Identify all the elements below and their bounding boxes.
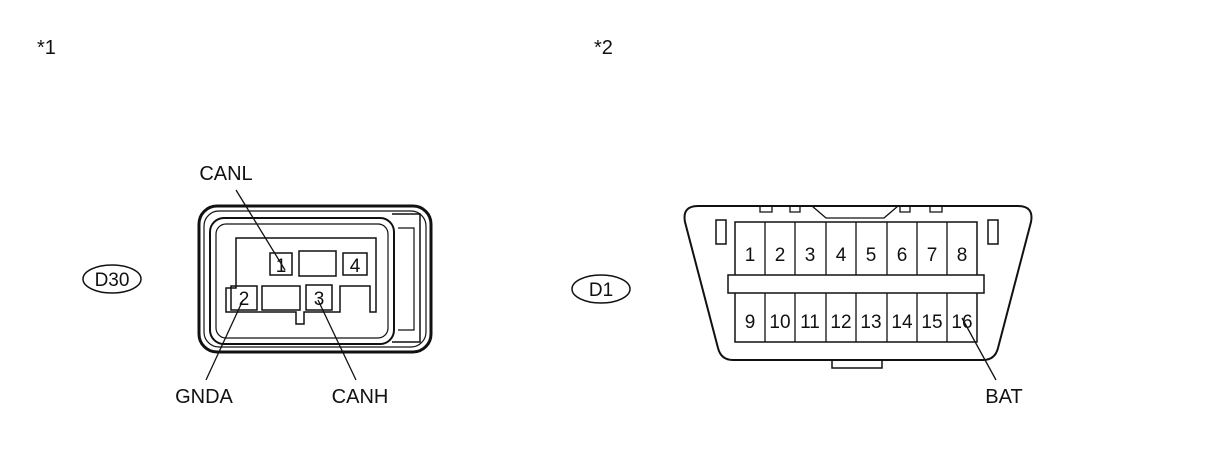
pin-label: 9: [745, 312, 756, 333]
pin-label: 6: [897, 245, 908, 266]
pin-2-label: 2: [239, 289, 250, 310]
connector-d30: [82, 189, 433, 381]
connector-d30-pin-box-4: [342, 252, 368, 276]
connector-d30-pin-box-1: [269, 252, 293, 276]
figure-ref-1: *1: [37, 37, 56, 59]
leader-canl: [235, 189, 286, 271]
connector-d1-tag-oval: [571, 274, 631, 304]
pin-label: 8: [957, 245, 968, 266]
figure-ref-2: *2: [594, 37, 613, 59]
label-canl: CANL: [199, 163, 252, 185]
pin-4-label: 4: [350, 256, 361, 277]
connector-d1-top-key: [811, 205, 899, 219]
connector-d30-inner-body: [209, 217, 395, 345]
connector-d1-right-slot: [987, 219, 999, 245]
pin-label: 11: [800, 312, 820, 333]
pin-label: 4: [836, 245, 847, 266]
pin-label: 13: [860, 312, 881, 333]
pin-label: 7: [927, 245, 938, 266]
pin-label: 10: [769, 312, 790, 333]
pin-label: 2: [775, 245, 786, 266]
pin-label: 12: [830, 312, 851, 333]
pin-3-label: 3: [314, 289, 325, 310]
pin-label: 14: [891, 312, 913, 333]
connector-d30-tag-oval: [82, 264, 142, 294]
pin-label: 15: [921, 312, 942, 333]
connector-d30-latch: [392, 213, 421, 343]
label-bat: BAT: [985, 386, 1022, 408]
label-canh: CANH: [332, 386, 389, 408]
connector-d1-texts: 1 2 3 4 5 6 7 8 9 10 11 12 13 14 15 16 B…: [589, 245, 1023, 408]
connector-d30-texts: 1 4 2 3 CANL GNDA CANH D30: [95, 163, 389, 408]
connector-d30-pin-box-2: [230, 285, 258, 311]
connector-d30-blank-box-bottom: [261, 285, 301, 311]
pin-label: 1: [745, 245, 756, 266]
connector-d30-housing-rim: [203, 210, 427, 348]
connector-d1-center-bar: [727, 274, 985, 294]
label-gnda: GNDA: [175, 386, 233, 408]
leader-canh: [317, 299, 357, 381]
connector-d1-pin-separators: [764, 222, 948, 342]
connector-d30-pin-box-3: [305, 284, 333, 311]
pin-label: 3: [805, 245, 816, 266]
connector-d1-top-notches: [759, 206, 943, 213]
connector-d1-bottom-key: [831, 360, 883, 369]
connector-d30-cavity: [225, 237, 377, 325]
connector-d1-outer-shell: [683, 205, 1033, 361]
connector-d1-left-slot: [715, 219, 727, 245]
pin-label: 16: [951, 312, 972, 333]
connector-d30-blank-box-top: [298, 250, 337, 277]
connector-d30-latch-inner: [398, 227, 415, 331]
connector-d30-outer-housing: [197, 204, 433, 354]
leader-gnda: [205, 299, 244, 381]
connector-d30-code: D30: [95, 270, 130, 291]
leader-bat: [961, 317, 997, 381]
connector-d30-inner-wall: [215, 223, 389, 339]
connector-d1: [571, 205, 1033, 381]
connector-d1-code: D1: [589, 280, 613, 301]
pin-1-label: 1: [276, 256, 287, 277]
pin-label: 5: [866, 245, 877, 266]
